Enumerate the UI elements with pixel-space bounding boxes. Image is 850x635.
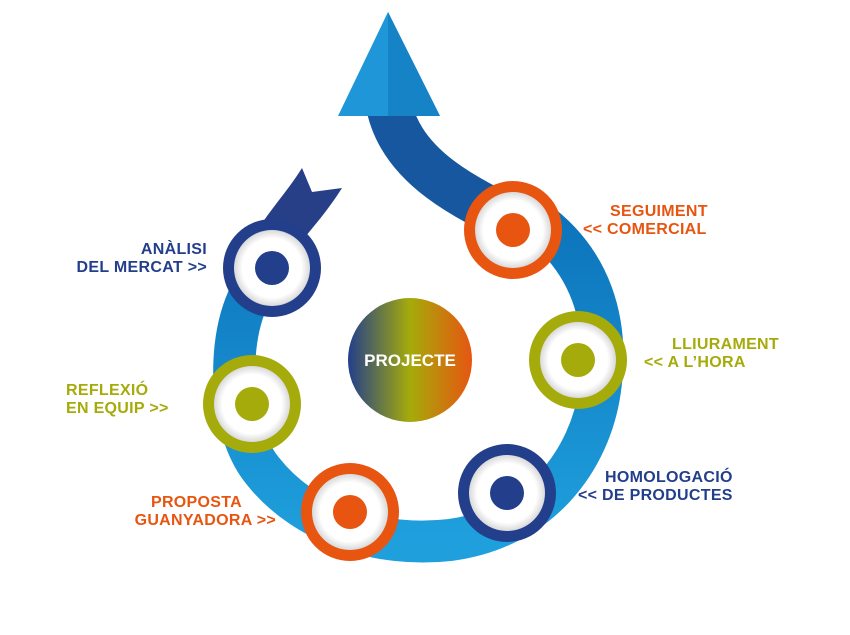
label-seguiment-line1: SEGUIMENT — [610, 203, 708, 220]
label-reflexio-line2: EN EQUIP >> — [66, 400, 169, 417]
center-label: PROJECTE — [364, 351, 456, 370]
label-seguiment-line2: << COMERCIAL — [583, 221, 707, 238]
label-reflexio: REFLEXIÓ EN EQUIP >> — [66, 382, 216, 418]
label-reflexio-line1: REFLEXIÓ — [66, 382, 149, 399]
stage-node-reflexio — [203, 355, 301, 453]
stage-node-homologacio — [458, 444, 556, 542]
label-lliurament-line1: LLIURAMENT — [672, 336, 779, 353]
stage-node-seguiment — [464, 181, 562, 279]
label-homologacio: HOMOLOGACIÓ << DE PRODUCTES — [578, 469, 778, 505]
label-proposta-line1: PROPOSTA — [150, 494, 242, 511]
stage-dot-reflexio — [235, 387, 269, 421]
label-seguiment: SEGUIMENT << COMERCIAL — [583, 203, 763, 239]
label-homologacio-line1: HOMOLOGACIÓ — [605, 469, 733, 486]
stage-dot-lliurament — [561, 343, 595, 377]
stage-dot-homologacio — [490, 476, 524, 510]
center-circle — [348, 298, 472, 422]
stage-dot-seguiment — [496, 213, 530, 247]
label-lliurament: LLIURAMENT << A L’HORA — [644, 336, 824, 372]
label-proposta: PROPOSTA GUANYADORA >> — [100, 494, 276, 530]
stage-dot-analisi — [255, 251, 289, 285]
stage-node-lliurament — [529, 311, 627, 409]
arrow-head-shade — [388, 12, 440, 116]
label-proposta-line2: GUANYADORA >> — [134, 512, 276, 529]
label-analisi: ANÀLISI DEL MERCAT >> — [52, 241, 207, 277]
stage-node-proposta — [301, 463, 399, 561]
label-analisi-line1: ANÀLISI — [140, 241, 207, 258]
label-analisi-line2: DEL MERCAT >> — [76, 259, 207, 276]
stage-node-analisi — [223, 219, 321, 317]
stage-dot-proposta — [333, 495, 367, 529]
label-lliurament-line2: << A L’HORA — [644, 354, 746, 371]
label-homologacio-line2: << DE PRODUCTES — [578, 487, 733, 504]
